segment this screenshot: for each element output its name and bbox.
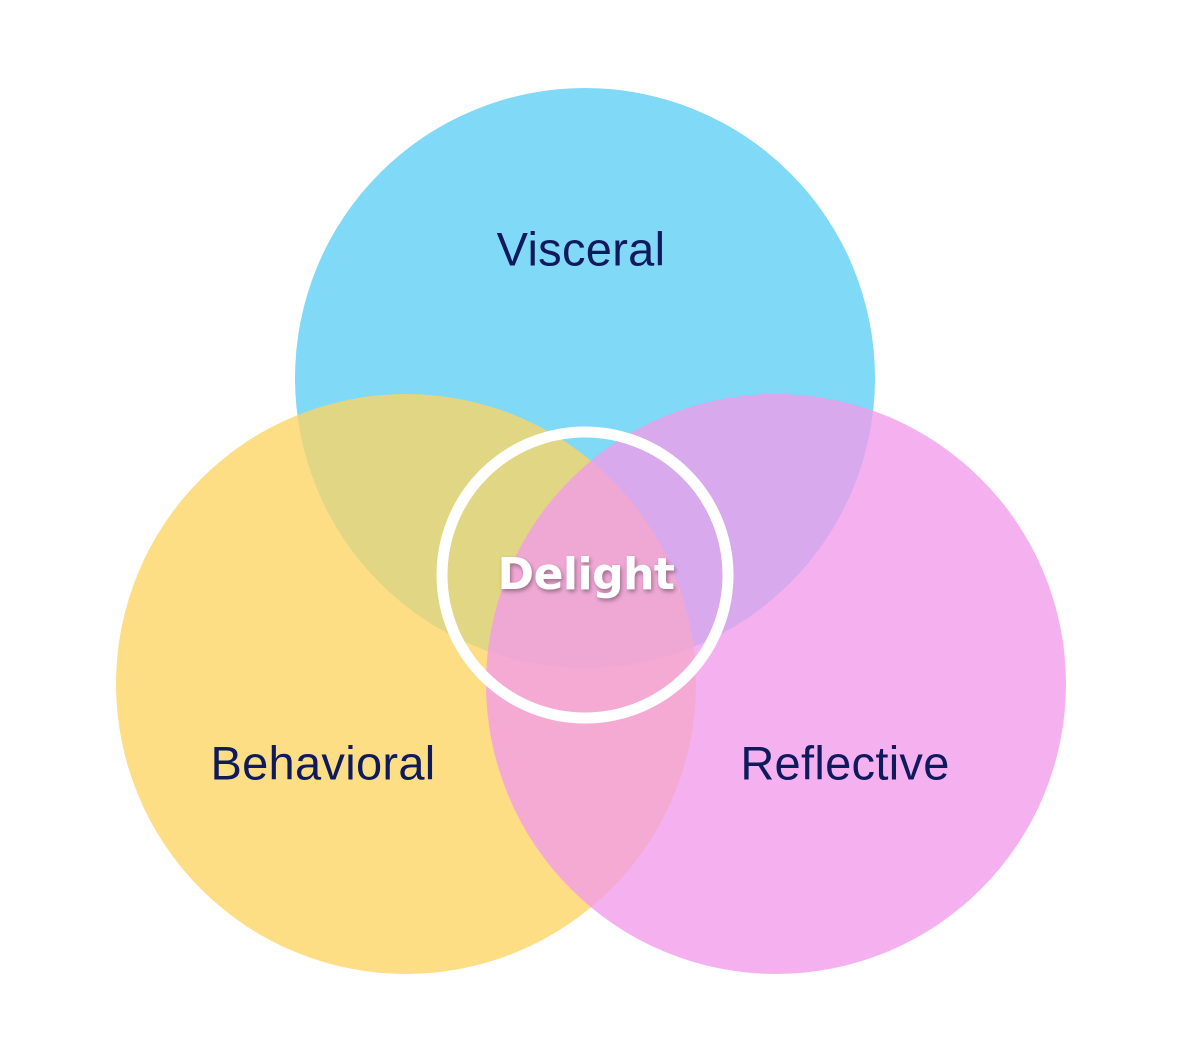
delight-ring (436, 426, 734, 724)
reflective-label: Reflective (740, 736, 949, 789)
visceral-label: Visceral (497, 222, 666, 275)
behavioral-label: Behavioral (210, 736, 435, 789)
reflective-circle (486, 394, 1066, 974)
delight-label: Delight (498, 549, 675, 600)
